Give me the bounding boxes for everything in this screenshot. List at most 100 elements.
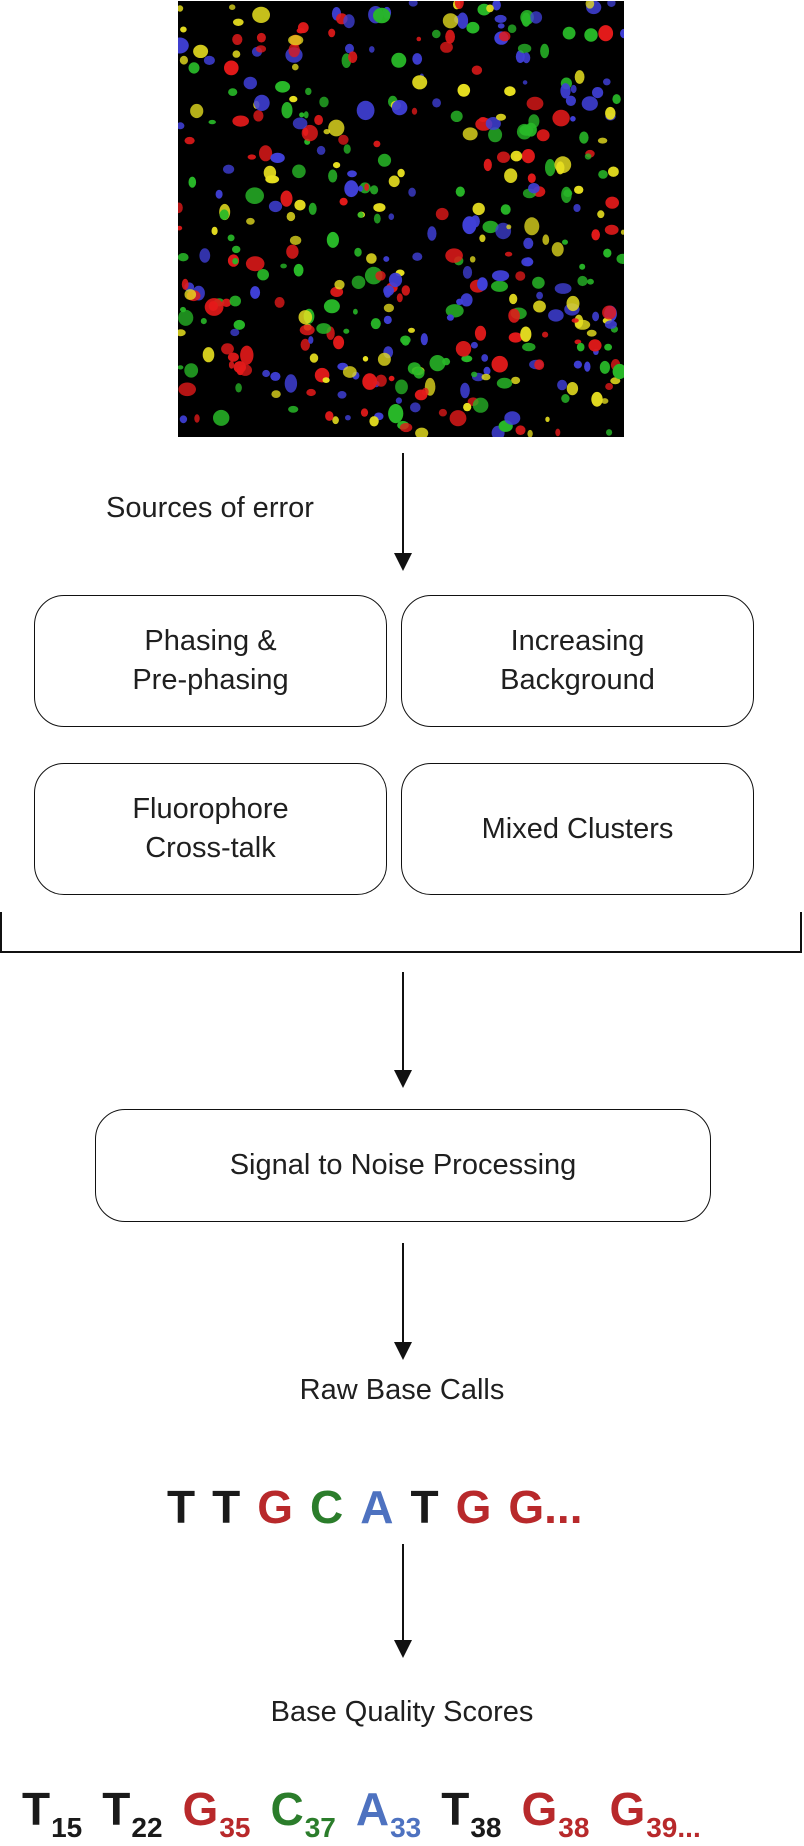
cluster-spot (471, 65, 483, 75)
quality-base-letter: C (270, 1783, 304, 1835)
cluster-spot (420, 333, 428, 346)
cluster-spot (281, 102, 293, 119)
cluster-spot (545, 159, 556, 177)
cluster-spot (576, 342, 585, 352)
cluster-spot (284, 374, 298, 393)
cluster-spot (233, 319, 245, 330)
cluster-spot (408, 1, 418, 7)
quality-base: T22 (102, 1782, 162, 1844)
cluster-spot (483, 366, 491, 375)
cluster-spot (178, 225, 183, 231)
error-box-line: Pre-phasing (132, 664, 289, 696)
cluster-spot (533, 300, 546, 313)
cluster-spot (488, 127, 503, 143)
cluster-spot (604, 320, 617, 329)
cluster-spot (450, 110, 463, 123)
cluster-spot (316, 145, 326, 155)
cluster-spot (299, 112, 305, 118)
cluster-spot (232, 245, 241, 254)
cluster-spot (232, 50, 241, 58)
cluster-spot (524, 217, 540, 236)
cluster-spot (314, 114, 323, 126)
cluster-spot (620, 229, 624, 235)
cluster-spot (289, 235, 302, 245)
cluster-spot (482, 220, 499, 234)
cluster-spot (356, 100, 375, 121)
cluster-spot (416, 36, 422, 42)
cluster-spot (542, 331, 549, 338)
cluster-spot (395, 379, 408, 395)
cluster-spot (253, 110, 264, 122)
cluster-spot (517, 43, 532, 54)
cluster-spot (585, 1, 595, 9)
cluster-spot (527, 173, 536, 183)
cluster-spot (523, 237, 534, 249)
cluster-spot (252, 6, 270, 23)
cluster-spot (219, 209, 229, 220)
cluster-spot (508, 308, 520, 323)
cluster-spot (532, 276, 545, 289)
quality-base-letter: T (102, 1783, 131, 1835)
cluster-spot (522, 52, 531, 64)
cluster-spot (255, 45, 267, 53)
cluster-spot (515, 425, 526, 436)
cluster-spot (257, 269, 269, 281)
cluster-spot (373, 213, 381, 224)
cluster-spot (521, 12, 531, 27)
cluster-spot (178, 309, 194, 326)
cluster-spot (527, 429, 533, 437)
cluster-spot (496, 113, 506, 121)
sources-of-error-label: Sources of error (106, 492, 314, 524)
cluster-spot (179, 55, 188, 65)
cluster-spot (570, 84, 577, 94)
cluster-spot (432, 98, 441, 108)
cluster-spot (229, 4, 236, 10)
cluster-spot (259, 145, 273, 162)
cluster-spot (612, 363, 624, 380)
error-box-line: Cross-talk (145, 832, 276, 864)
cluster-spot (223, 164, 235, 174)
cluster-spot (342, 366, 357, 378)
cluster-spot (462, 216, 477, 235)
cluster-spot (221, 298, 232, 307)
cluster-spot (466, 21, 480, 34)
cluster-spot (178, 365, 184, 370)
cluster-spot (551, 242, 564, 257)
cluster-spot (303, 111, 309, 119)
cluster-spot (474, 325, 487, 341)
cluster-spot (383, 303, 394, 313)
cluster-spot (253, 94, 270, 111)
cluster-spot (521, 149, 535, 164)
cluster-spot (427, 226, 437, 241)
cluster-spot (300, 338, 310, 351)
cluster-spot (497, 151, 510, 163)
quality-base: G39... (609, 1782, 700, 1844)
cluster-spot (573, 360, 582, 369)
error-box-phasing: Phasing &Pre-phasing (34, 595, 387, 727)
cluster-spot (357, 185, 363, 192)
cluster-spot (462, 127, 478, 141)
cluster-spot (301, 124, 318, 142)
cluster-spot (354, 247, 362, 257)
cluster-spot (522, 342, 536, 352)
cluster-spot (597, 210, 605, 219)
quality-score-value: 39... (646, 1812, 701, 1843)
cluster-spot (193, 44, 209, 59)
cluster-spot (411, 107, 418, 115)
cluster-spot (479, 234, 486, 243)
cluster-spot (377, 352, 391, 366)
cluster-spot (396, 293, 403, 303)
cluster-spot (288, 405, 299, 413)
cluster-spot (243, 76, 257, 90)
cluster-spot (497, 23, 505, 29)
cluster-spot (308, 336, 314, 344)
cluster-spot (620, 28, 624, 39)
cluster-spot (184, 363, 199, 378)
cluster-spot (399, 422, 413, 433)
cluster-spot (400, 335, 411, 345)
cluster-spot (587, 278, 594, 285)
cluster-spot (412, 75, 428, 90)
cluster-spot (601, 398, 609, 404)
